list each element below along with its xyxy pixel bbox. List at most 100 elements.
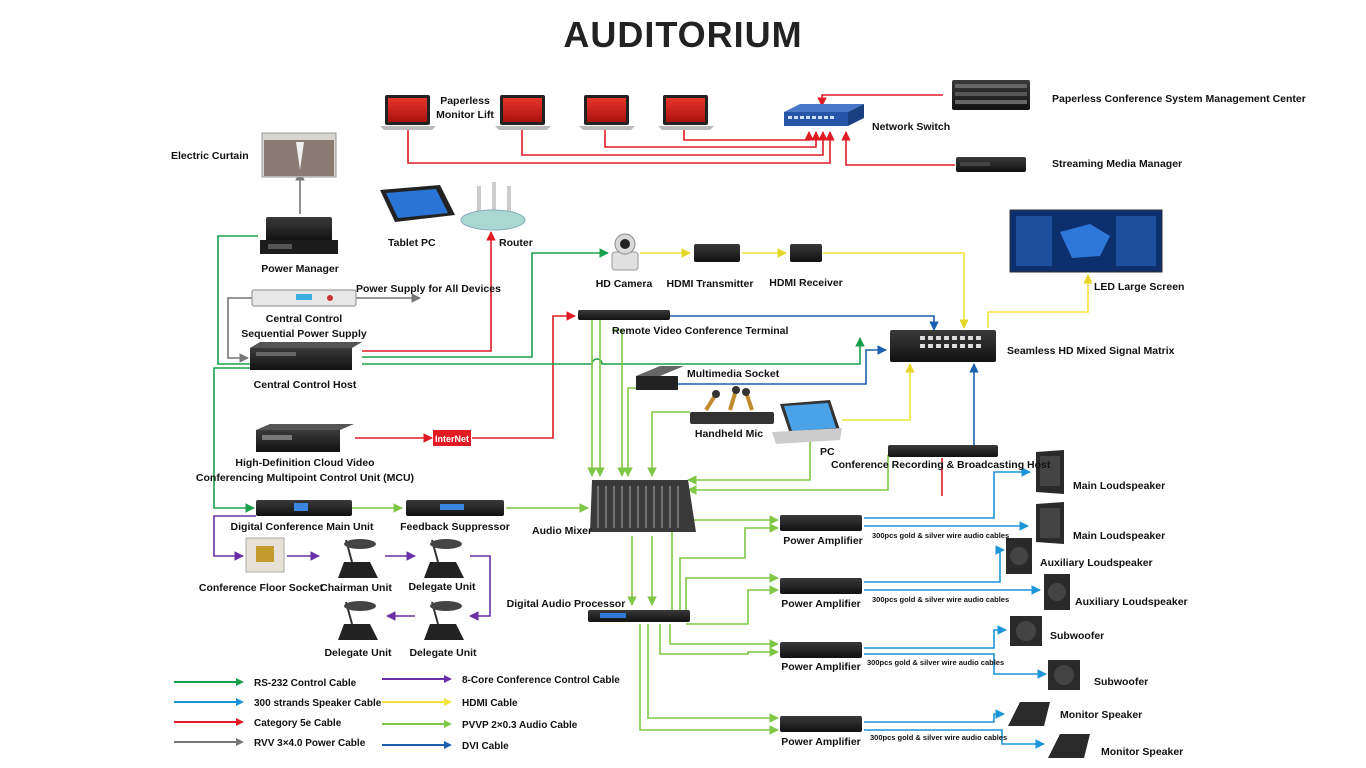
handheld-mic-icon [690,386,774,424]
delegate-unit-icon [424,601,464,640]
power-supply-all-label: Power Supply for All Devices [356,283,501,295]
audio-mixer-icon [590,480,696,532]
audio-processor-label: Digital Audio Processor [507,598,626,610]
subwoofer-icon [1010,616,1042,646]
hdmi-receiver-icon [790,244,822,262]
audio-mixer-label: Audio Mixer [532,525,592,537]
aux-loudspeaker-icon [1044,574,1070,610]
amplifier-icon [780,578,862,594]
delegate-unit-icon [424,539,464,578]
monitor-speaker-icon [1008,702,1050,726]
wires [213,94,1093,749]
video-terminal-icon [578,310,670,320]
digital-main-unit-label: Digital Conference Main Unit [231,521,374,533]
tablet-icon [380,185,455,222]
delegate-unit-label-1: Delegate Unit [408,581,476,593]
amplifier-icon [780,716,862,732]
audio-processor-icon [588,610,690,622]
digital-main-unit-icon [256,500,352,516]
subwoofer-icon [1048,660,1080,690]
monitor-speaker-label-1: Monitor Speaker [1060,709,1142,721]
aux-loudspeaker-label-1: Auxiliary Loudspeaker [1040,557,1153,569]
delegate-unit-label-3: Delegate Unit [409,647,477,659]
legend-label: 300 strands Speaker Cable [254,698,382,709]
matrix-label: Seamless HD Mixed Signal Matrix [1007,345,1175,357]
multimedia-socket-icon [636,366,684,390]
legend-label: RS-232 Control Cable [254,678,357,689]
legend-item: HDMI Cable [382,698,518,709]
hdmi-receiver-label: HDMI Receiver [769,277,843,289]
legend-label: HDMI Cable [462,698,518,709]
legend-arrowhead [444,720,452,728]
power-amplifier-label-4: Power Amplifier [781,736,861,748]
legend-label: DVI Cable [462,741,509,752]
power-amplifier-label-3: Power Amplifier [781,661,861,673]
recording-host-icon [888,445,998,457]
legend-label: 8-Core Conference Control Cable [462,675,620,686]
legend-item: RS-232 Control Cable [174,678,357,689]
power-amplifier-label-2: Power Amplifier [781,598,861,610]
curtain-icon [261,132,337,178]
legend-label: RVV 3×4.0 Power Cable [254,738,366,749]
legend-item: PVVP 2×0.3 Audio Cable [382,720,578,731]
mgmt-center-label: Paperless Conference System Management C… [1052,93,1306,105]
hd-camera-label: HD Camera [596,278,653,290]
floor-socket-label: Conference Floor Socket [199,582,324,594]
hdmi-transmitter-icon [694,244,740,262]
amplifier-icon [780,642,862,658]
cable-label-4: 300pcs gold & silver wire audio cables [870,733,1007,742]
streaming-manager-label: Streaming Media Manager [1052,158,1182,170]
sequential-power-icon [251,289,357,307]
cable-label-1: 300pcs gold & silver wire audio cables [872,531,1009,540]
floor-socket-icon [245,537,285,573]
server-icon [952,80,1030,110]
remote-video-terminal-label: Remote Video Conference Terminal [612,325,788,337]
central-control-host-icon [250,342,362,370]
chairman-unit-icon [338,539,378,578]
legend: RS-232 Control Cable 300 strands Speaker … [174,675,620,752]
main-loudspeaker-icon [1036,502,1064,544]
mcu-icon [256,424,354,452]
laptop-icon [380,95,436,130]
electric-curtain-label: Electric Curtain [171,150,249,162]
legend-item: Category 5e Cable [174,718,342,729]
pc-label: PC [820,446,835,458]
laptop-icon [495,95,551,130]
subwoofer-label-1: Subwoofer [1050,630,1104,642]
legend-arrowhead [236,738,244,746]
main-loudspeaker-label-1: Main Loudspeaker [1073,480,1165,492]
network-switch-label: Network Switch [872,121,950,133]
legend-arrowhead [236,678,244,686]
delegate-unit-label-2: Delegate Unit [324,647,392,659]
delegate-unit-icon [338,601,378,640]
network-switch-icon [784,104,864,126]
main-loudspeaker-label-2: Main Loudspeaker [1073,530,1165,542]
cable-label-3: 300pcs gold & silver wire audio cables [867,658,1004,667]
legend-arrowhead [444,698,452,706]
amplifier-icon [780,515,862,531]
legend-arrowhead [444,675,452,683]
led-screen-label: LED Large Screen [1094,281,1184,293]
legend-item: 8-Core Conference Control Cable [382,675,620,686]
aux-loudspeaker-icon [1006,538,1032,574]
handheld-mic-label: Handheld Mic [695,428,763,440]
legend-item: 300 strands Speaker Cable [174,698,382,709]
hdmi-transmitter-label: HDMI Transmitter [667,278,754,290]
cable-label-2: 300pcs gold & silver wire audio cables [872,595,1009,604]
power-manager-icon [260,217,338,254]
streaming-manager-icon [956,157,1026,172]
legend-label: Category 5e Cable [254,718,342,729]
laptop-icon [579,95,635,130]
legend-arrowhead [236,698,244,706]
led-screen-icon [1009,209,1163,273]
matrix-icon [890,330,996,362]
legend-label: PVVP 2×0.3 Audio Cable [462,720,578,731]
legend-item: DVI Cable [382,741,509,752]
central-control-host-label: Central Control Host [254,379,357,391]
page-title: AUDITORIUM [563,14,803,55]
